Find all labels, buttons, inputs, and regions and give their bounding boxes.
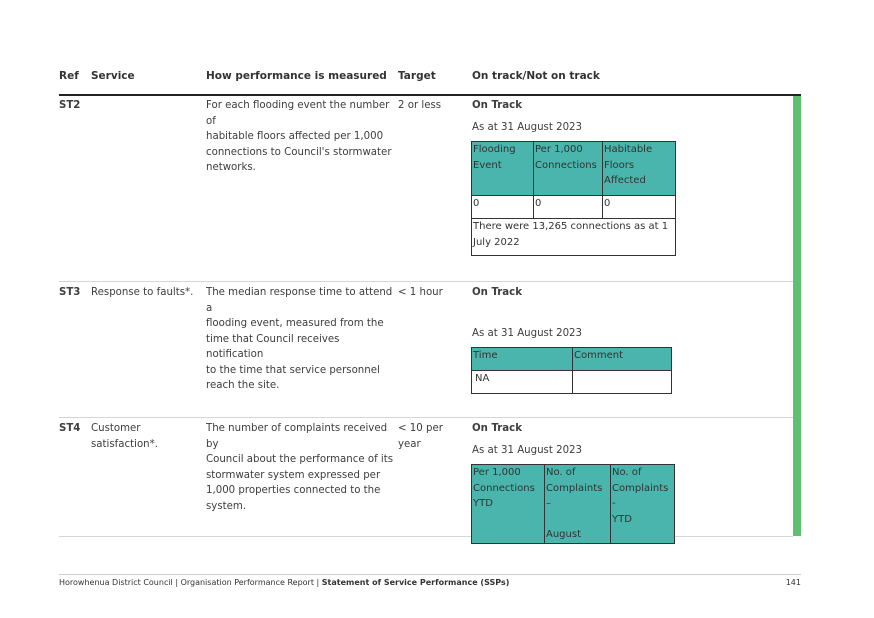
row-as-at: As at 31 August 2023 <box>472 122 583 133</box>
row-target: < 1 hour <box>398 287 443 298</box>
cell-value <box>572 370 672 394</box>
table-row-st2: ST2 For each flooding event the number o… <box>59 96 793 282</box>
cell-value: 0 <box>471 195 534 219</box>
col-comment: Comment <box>572 347 672 371</box>
header-target: Target <box>398 70 436 82</box>
row-as-at: As at 31 August 2023 <box>472 445 583 456</box>
header-service: Service <box>91 70 135 82</box>
footer-section: Statement of Service Performance (SSPs) <box>321 578 510 587</box>
row-measure: The median response time to attend a flo… <box>206 287 393 391</box>
table-row-st3: ST3 Response to faults*. The median resp… <box>59 283 793 418</box>
cell-value: NA <box>471 370 573 394</box>
row-status: On Track <box>472 100 523 111</box>
header-divider <box>59 94 801 96</box>
row-target: < 10 per year <box>398 423 443 450</box>
row-service: Response to faults*. <box>91 287 194 298</box>
header-status: On track/Not on track <box>472 70 600 82</box>
header-measure: How performance is measured <box>206 70 387 82</box>
row-measure: For each flooding event the number of ha… <box>206 100 392 173</box>
status-indicator-bar <box>793 96 801 536</box>
cell-value: 0 <box>533 195 603 219</box>
footer-divider <box>59 574 801 575</box>
row-ref: ST4 <box>59 423 81 434</box>
col-time: Time <box>471 347 573 371</box>
row-service: Customer satisfaction*. <box>91 423 158 450</box>
cell-value: 0 <box>602 195 676 219</box>
table-header: Ref Service How performance is measured … <box>59 70 801 84</box>
row-status: On Track <box>472 423 523 434</box>
table-row-st4: ST4 Customer satisfaction*. The number o… <box>59 419 793 544</box>
row-target: 2 or less <box>398 100 442 111</box>
page-number: 141 <box>785 578 801 587</box>
header-ref: Ref <box>59 70 79 82</box>
row-as-at: As at 31 August 2023 <box>472 328 583 339</box>
row-measure: The number of complaints received by Cou… <box>206 423 394 512</box>
row-status: On Track <box>472 287 523 298</box>
footer-text: Horowhenua District Council | Organisati… <box>59 578 510 587</box>
row-ref: ST3 <box>59 287 81 298</box>
row-ref: ST2 <box>59 100 81 111</box>
row-results-table: Time Comment NA <box>471 347 672 394</box>
